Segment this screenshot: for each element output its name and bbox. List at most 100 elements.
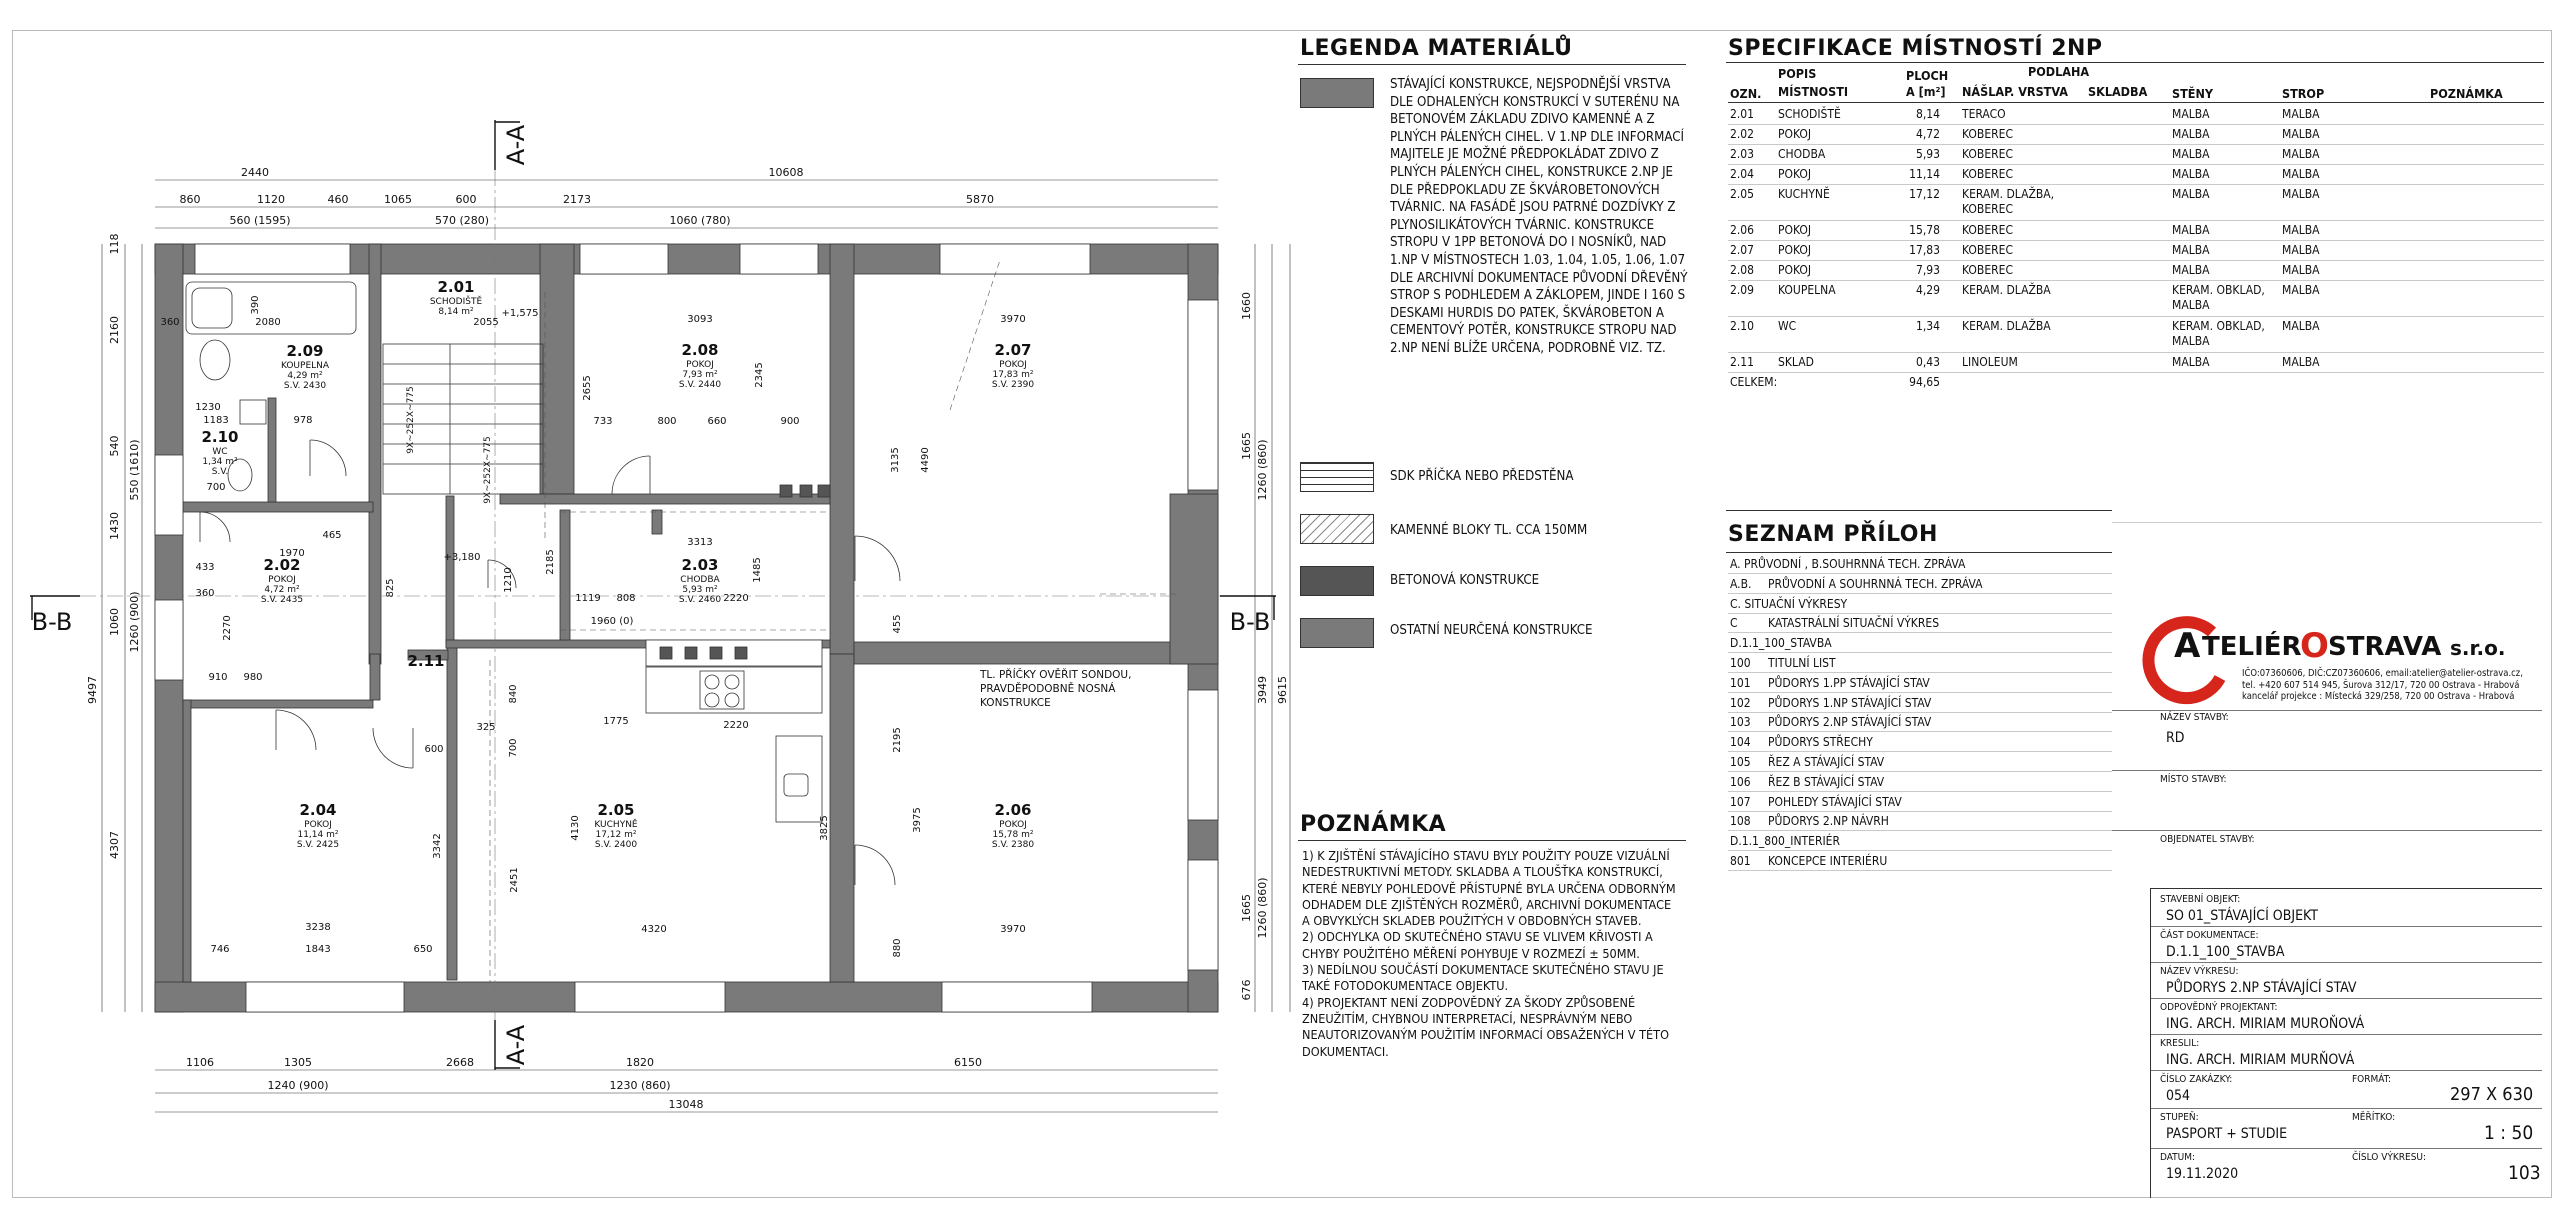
attachment-name: TITULNÍ LIST xyxy=(1768,656,1836,670)
attachment-code: 108 xyxy=(1730,814,1751,829)
room-area: 17,83 m² xyxy=(992,370,1033,380)
section-bb-right: B-B xyxy=(1230,608,1271,636)
legend-existing-text: STÁVAJÍCÍ KONSTRUKCE, NEJSPODNĚJŠÍ VRSTV… xyxy=(1390,77,1688,356)
room-name: POKOJ xyxy=(999,360,1027,370)
tb-objednatel-label: OBJEDNATEL STAVBY: xyxy=(2160,834,2255,845)
spec-cell-popis: POKOJ xyxy=(1778,167,1812,181)
partitions xyxy=(369,509,663,701)
sheet-frame xyxy=(12,30,2552,1198)
spec-cell-strop: MALBA xyxy=(2282,167,2320,181)
tb-datum-label: DATUM: xyxy=(2160,1152,2196,1163)
spec-cell-strop: MALBA xyxy=(2282,263,2320,277)
dim-inner: 360 xyxy=(195,588,214,599)
dim-left: 1430 xyxy=(108,512,121,540)
spec-cell-ozn: 2.09 xyxy=(1730,283,1755,297)
spec-total-value: 94,65 xyxy=(1909,375,1940,389)
spec-cell-plocha: 17,12 xyxy=(1909,187,1940,201)
dim-inner: 433 xyxy=(195,562,214,573)
legend-concrete: BETONOVÁ KONSTRUKCE xyxy=(1390,573,1540,588)
spec-cell-naslap: KOBEREC xyxy=(1962,263,2014,277)
swatch-sdk xyxy=(1300,462,1374,492)
attachment-name: KONCEPCE INTERIÉRU xyxy=(1768,854,1888,868)
doors xyxy=(199,439,901,886)
spec-cell-popis: POKOJ xyxy=(1778,127,1812,141)
section-lines xyxy=(30,120,1276,1070)
tb-format-label: FORMÁT: xyxy=(2352,1074,2392,1085)
window-openings xyxy=(154,243,1219,1013)
dim-top: 2173 xyxy=(563,193,591,206)
room-name: SCHODIŠTĚ xyxy=(430,295,483,307)
wall-208-bottom xyxy=(499,493,831,505)
dim-right: 3949 xyxy=(1256,676,1269,704)
logo-o: O xyxy=(2300,626,2329,666)
legend-title: LEGENDA MATERIÁLŮ xyxy=(1300,36,1573,61)
logo-a-icon xyxy=(2142,616,2226,705)
dim-inner: 746 xyxy=(210,944,229,955)
spec-cell-plocha: 15,78 xyxy=(1909,223,1940,237)
wall-stair-bottom xyxy=(445,495,455,647)
dim-left: 550 (1610) xyxy=(128,439,141,500)
dim-inner: 4130 xyxy=(570,815,581,840)
spec-cell-strop: MALBA xyxy=(2282,127,2320,141)
dim-bottom: 1240 (900) xyxy=(267,1079,328,1092)
spec-cell-plocha: 4,72 xyxy=(1915,127,1940,141)
attachment-code: 102 xyxy=(1730,695,1751,710)
room-code: 2.02 xyxy=(263,556,300,574)
spec-cell-steny: MALBA xyxy=(2172,263,2210,277)
dim-inner: 2220 xyxy=(723,720,748,731)
spec-head-line xyxy=(1728,102,2544,103)
dim-inner: 360 xyxy=(160,317,179,328)
spec-cell-popis: KUCHYNĚ xyxy=(1778,187,1830,201)
logo-word: TELIÉR xyxy=(2202,632,2302,662)
section-aa-bottom: A-A xyxy=(502,1024,530,1065)
spec-head-naslap: NÁŠLAP. VRSTVA xyxy=(1962,84,2068,99)
spec-cell-popis: KOUPELNA xyxy=(1778,283,1836,297)
spec-head-popis2: MÍSTNOSTI xyxy=(1778,84,1849,99)
dim-top: 2440 xyxy=(241,166,269,179)
spec-cell-ozn: 2.06 xyxy=(1730,223,1755,237)
wall-wc-side xyxy=(267,397,277,503)
stairs-note: 9X~252X~775 xyxy=(406,386,416,454)
room-sv: S.V. 2460 xyxy=(679,595,721,605)
level-mark: +3,180 xyxy=(443,552,480,563)
dim-inner: 2345 xyxy=(754,362,765,387)
tb-meritko-value: 1 : 50 xyxy=(2484,1122,2534,1144)
notes-list: 1) K ZJIŠTĚNÍ STÁVAJÍCÍHO STAVU BYLY POU… xyxy=(1302,848,1682,1060)
probe-note: TL. PŘÍČKY OVĚŘIT SONDOU,PRAVDĚPODOBNĚ N… xyxy=(979,668,1131,709)
legend-title-underline xyxy=(1298,64,1686,65)
room-name: POKOJ xyxy=(304,820,332,830)
room-name: WC xyxy=(212,447,227,457)
room-sv: S.V. 2380 xyxy=(992,840,1034,850)
contact-line: kancelář projekce : Místecká 329/258, 72… xyxy=(2242,691,2515,702)
attachment-name: PŮDORYS 2.NP STÁVAJÍCÍ STAV xyxy=(1768,715,1932,730)
spec-cell-strop: MALBA xyxy=(2282,223,2320,237)
room-area: 4,29 m² xyxy=(287,371,323,381)
dim-inner: 2655 xyxy=(582,375,593,400)
tb-cislo-label: ČÍSLO VÝKRESU: xyxy=(2352,1152,2427,1163)
spec-cell-plocha: 7,93 xyxy=(1915,263,1940,277)
attachment-code: C xyxy=(1730,616,1738,631)
room-sv: S.V. 2430 xyxy=(284,381,326,391)
room-code: 2.01 xyxy=(437,278,474,296)
note-item: 3) NEDÍLNOU SOUČÁSTÍ DOKUMENTACE SKUTEČN… xyxy=(1302,962,1664,994)
spec-cell-popis: SKLAD xyxy=(1778,355,1814,369)
legend-stone: KAMENNÉ BLOKY TL. CCA 150MM xyxy=(1390,523,1588,538)
spec-head-strop: STROP xyxy=(2282,86,2325,101)
attachment-row: C. SITUAČNÍ VÝKRESY xyxy=(1728,594,2112,614)
logo-a: A xyxy=(2174,626,2201,666)
dim-right: 1665 xyxy=(1240,894,1253,922)
dim-left: 1060 xyxy=(108,608,121,636)
tb-cast-value: D.1.1_100_STAVBA xyxy=(2166,944,2285,960)
spec-cell-ozn: 2.02 xyxy=(1730,127,1755,141)
dim-right: 1665 xyxy=(1240,432,1253,460)
